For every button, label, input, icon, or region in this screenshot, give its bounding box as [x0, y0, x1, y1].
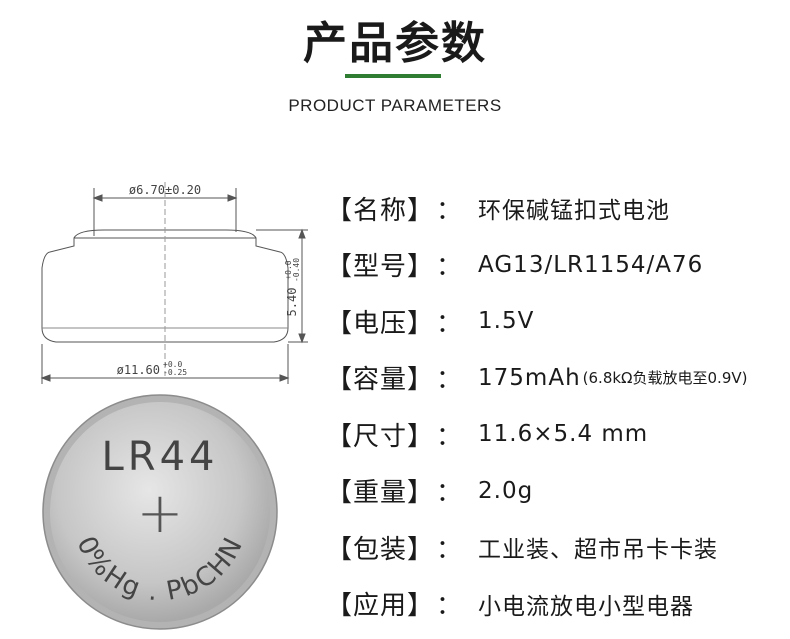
param-colon: ：: [436, 421, 463, 452]
param-colon: ：: [436, 591, 463, 622]
param-value: 2.0g: [478, 477, 534, 504]
parameter-list: 【名称】 ： 环保碱锰扣式电池 【型号】 ： AG13/LR1154/A76 【…: [326, 180, 790, 632]
param-label: 【应用】: [326, 591, 435, 622]
param-value: 1.5V: [478, 308, 535, 335]
param-colon: ：: [436, 534, 463, 565]
param-colon: ：: [436, 478, 463, 509]
param-value: 175mAh: [478, 364, 581, 391]
param-value: 11.6×5.4 mm: [478, 421, 649, 448]
param-row-voltage: 【电压】 ： 1.5V: [326, 293, 790, 350]
param-label: 【电压】: [326, 308, 435, 339]
param-row-model: 【型号】 ： AG13/LR1154/A76: [326, 237, 790, 294]
param-value: AG13/LR1154/A76: [478, 251, 704, 278]
top-diameter-label: ø6.70±0.20: [129, 183, 201, 197]
param-colon: ：: [436, 308, 463, 339]
param-colon: ：: [436, 252, 463, 283]
param-row-name: 【名称】 ： 环保碱锰扣式电池: [326, 180, 790, 237]
coin-face: [50, 402, 270, 622]
param-label: 【名称】: [326, 195, 435, 226]
bottom-tol-upper: +0.0: [163, 360, 182, 369]
title-underline: [345, 74, 441, 78]
battery-technical-drawing: ø6.70±0.20 5.40 +0.0 -0.40 ø11.60 +0.0 -…: [40, 182, 308, 384]
param-label: 【尺寸】: [326, 421, 435, 452]
param-row-capacity: 【容量】 ： 175mAh (6.8kΩ负载放电至0.9V): [326, 350, 790, 407]
bottom-tol-lower: -0.25: [163, 368, 187, 377]
coin-model-text: LR44: [102, 434, 219, 480]
page-title: 产品参数: [303, 18, 487, 69]
param-row-weight: 【重量】 ： 2.0g: [326, 463, 790, 520]
param-colon: ：: [436, 195, 463, 226]
param-value: 工业装、超市吊卡卡装: [478, 537, 719, 564]
param-colon: ：: [436, 365, 463, 396]
battery-coin-face: LR44 + 0%Hg . PbCHN: [42, 394, 278, 630]
height-tol-lower: -0.40: [292, 258, 301, 282]
param-value: 小电流放电小型电器: [478, 593, 695, 620]
param-note: (6.8kΩ负载放电至0.9V): [582, 369, 748, 388]
param-label: 【型号】: [326, 252, 435, 283]
page-subtitle: PRODUCT PARAMETERS: [288, 96, 502, 115]
param-label: 【容量】: [326, 365, 435, 396]
coin-polarity-text: +: [137, 481, 184, 546]
bottom-diameter-label: ø11.60: [117, 363, 160, 377]
param-row-size: 【尺寸】 ： 11.6×5.4 mm: [326, 406, 790, 463]
height-label: 5.40: [285, 288, 299, 317]
param-value: 环保碱锰扣式电池: [478, 198, 671, 225]
param-label: 【重量】: [326, 478, 435, 509]
param-row-packaging: 【包装】 ： 工业装、超市吊卡卡装: [326, 519, 790, 576]
param-label: 【包装】: [326, 534, 435, 565]
height-tol-upper: +0.0: [284, 260, 293, 279]
param-row-application: 【应用】 ： 小电流放电小型电器: [326, 576, 790, 633]
